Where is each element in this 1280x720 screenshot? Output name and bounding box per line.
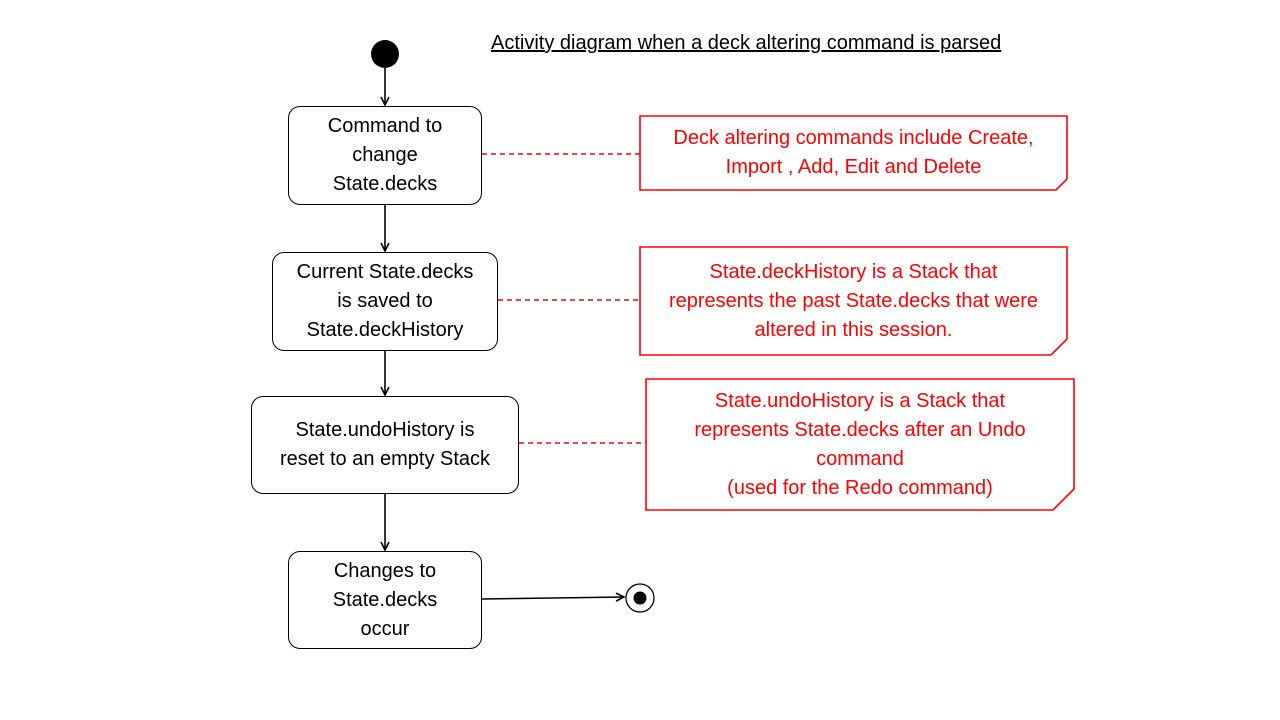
- action-command-to-change-decks: Command to change State.decks: [288, 106, 482, 205]
- final-node-dot: [633, 591, 647, 605]
- action-reset-undo-history: State.undoHistory is reset to an empty S…: [251, 396, 519, 494]
- flow-changes-to-end: [481, 597, 624, 599]
- note-shape-1: [639, 115, 1068, 191]
- note-deck-history: State.deckHistory is a Stack that repres…: [668, 260, 1039, 341]
- action-save-deck-history: Current State.decks is saved to State.de…: [272, 252, 498, 351]
- note-shape-3: [645, 378, 1075, 511]
- note-shape-2: [639, 246, 1068, 356]
- diagram-title: Activity diagram when a deck altering co…: [491, 32, 1002, 54]
- note-deck-altering-commands: Deck altering commands include Create, I…: [673, 127, 1034, 178]
- note-undo-history: State.undoHistory is a Stack that repres…: [694, 389, 1026, 499]
- initial-node: [371, 40, 399, 68]
- action-changes-occur: Changes to State.decks occur: [288, 551, 482, 649]
